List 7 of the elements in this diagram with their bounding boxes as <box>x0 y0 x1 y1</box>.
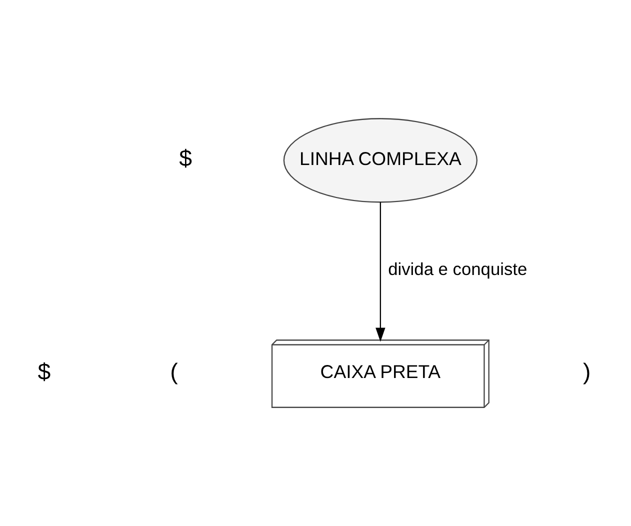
node-ellipse: LINHA COMPLEXA <box>283 118 478 203</box>
label: $ <box>38 358 51 385</box>
arrow <box>376 202 386 342</box>
label: ( <box>170 358 178 385</box>
edge-label: divida e conquiste <box>388 259 528 280</box>
label: ) <box>582 358 591 385</box>
label: $ <box>179 145 192 172</box>
